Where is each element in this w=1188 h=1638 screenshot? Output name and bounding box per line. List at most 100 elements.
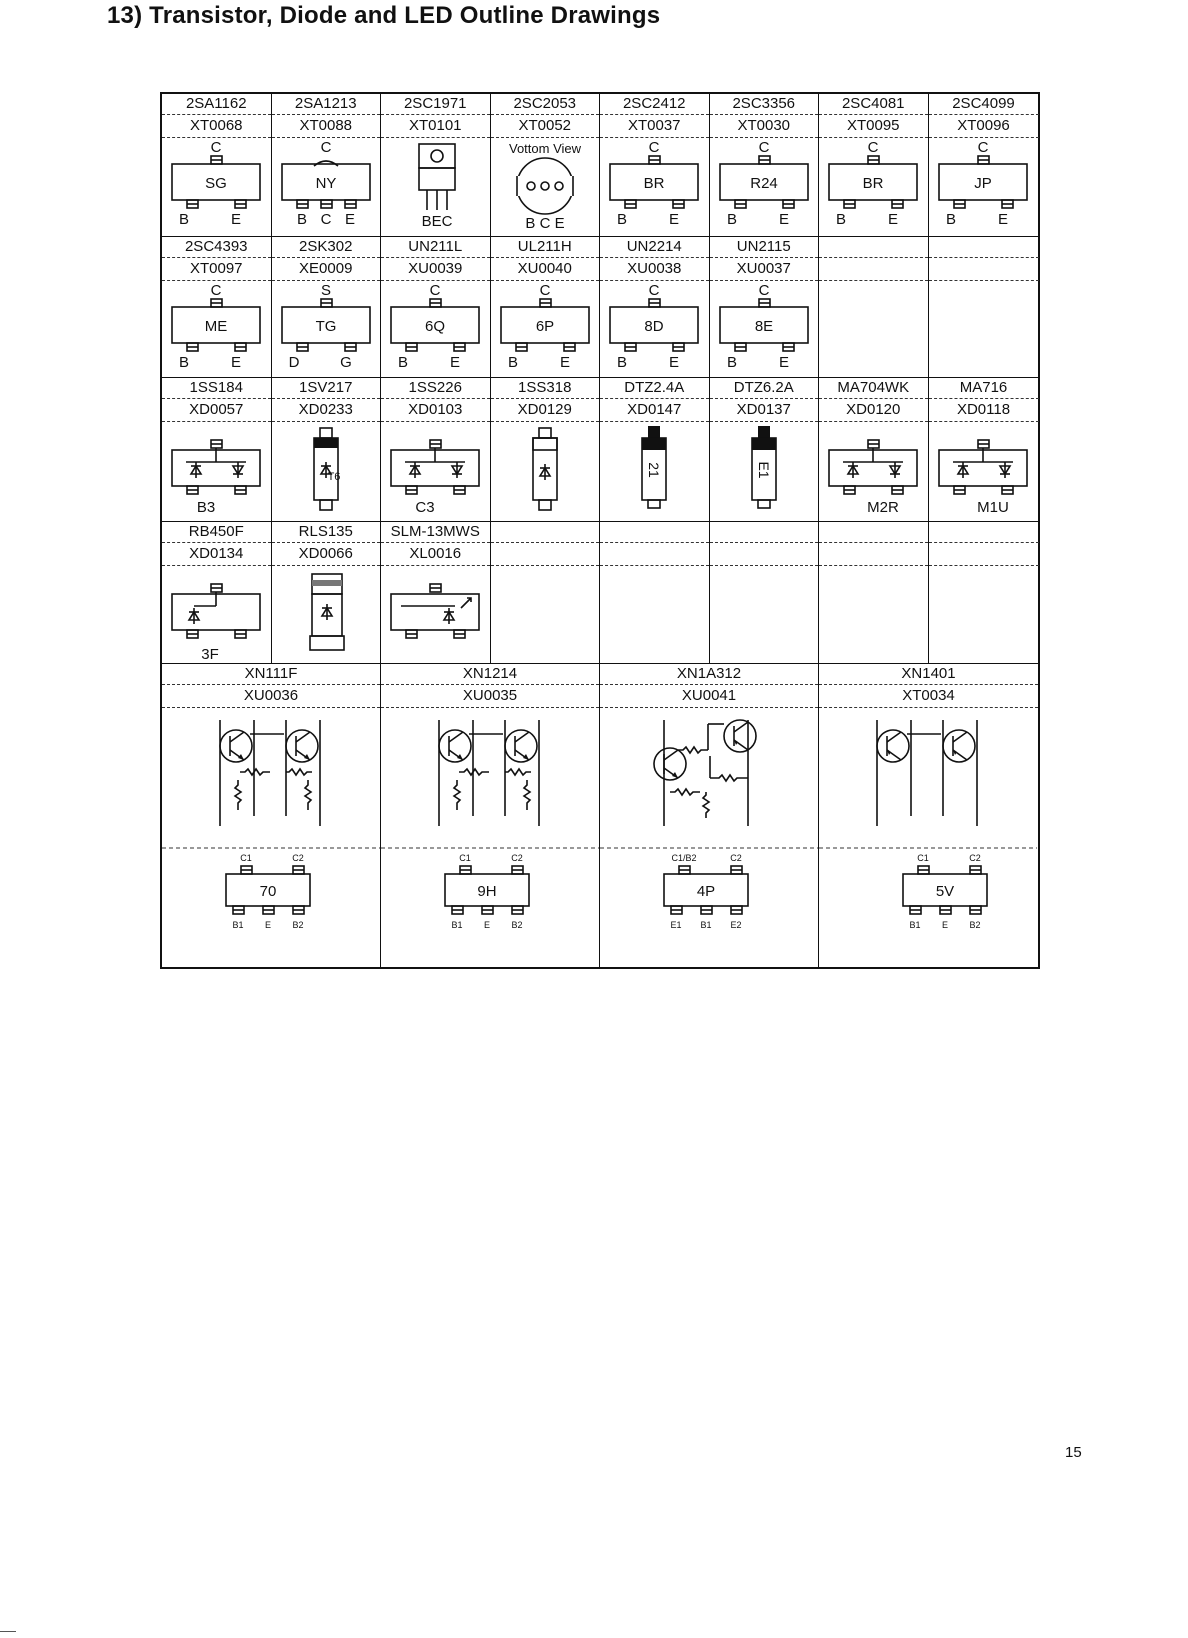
pin-label-top: C1 xyxy=(459,853,471,863)
part-number xyxy=(491,522,600,542)
stock-code: XD0137 xyxy=(709,398,818,422)
diode-symbol-icon xyxy=(231,462,245,478)
part-number: 2SC4081 xyxy=(841,95,905,112)
pin-label-bottom: B1 xyxy=(700,920,711,930)
outline-drawing xyxy=(390,583,480,639)
marking-text: SG xyxy=(205,175,227,192)
lead-pad xyxy=(537,427,552,439)
pin-label-bottom: B C E xyxy=(525,215,564,232)
part-number xyxy=(819,237,928,257)
transistor-symbol-icon xyxy=(438,729,472,763)
pin-label-top: C xyxy=(211,139,222,156)
stock-code: XD0120 xyxy=(819,398,928,422)
diode-symbol-icon xyxy=(320,604,333,620)
collector-line xyxy=(448,731,464,743)
pin-label-bottom: E xyxy=(888,211,898,228)
pin-label-bottom: B xyxy=(507,354,517,371)
stock-code: XT0096 xyxy=(928,114,1039,138)
cathode-band-hatched xyxy=(531,437,558,451)
pin-label-top: C xyxy=(539,282,550,299)
package-body xyxy=(171,163,261,201)
diode-symbol-icon xyxy=(538,464,551,480)
transistor-symbol-icon xyxy=(876,729,910,763)
part-number: DTZ2.4A xyxy=(624,379,685,396)
part-number: 2SK302 xyxy=(299,238,353,255)
resistor-icon xyxy=(701,792,711,818)
part-number: XN1401 xyxy=(901,665,956,682)
pin-label-top: C xyxy=(430,282,441,299)
part-number: 2SC2053 xyxy=(513,95,577,112)
stock-code: XU0041 xyxy=(600,684,818,708)
outline-drawing xyxy=(308,573,345,651)
lead-hole-icon xyxy=(553,181,564,191)
pin-label-bottom: E xyxy=(559,354,569,371)
stock-code: XD0057 xyxy=(162,398,271,422)
part-number: MA704WK xyxy=(837,379,910,396)
stock-code: XD0103 xyxy=(381,398,490,422)
outline-drawing xyxy=(491,564,599,662)
component-cell xyxy=(600,522,710,663)
outline-drawing xyxy=(819,279,927,376)
stock-code: XT0052 xyxy=(490,114,599,138)
lead-pad xyxy=(318,427,333,439)
collector-line xyxy=(663,749,679,761)
part-number: 1SS318 xyxy=(518,379,572,396)
pin-label-top: C1 xyxy=(917,853,929,863)
component-cell xyxy=(819,522,929,663)
pin-label-bottom: BEC xyxy=(422,213,453,230)
cathode-band xyxy=(751,438,776,450)
marking-text: E1 xyxy=(756,461,772,478)
part-number xyxy=(600,522,709,542)
marking-text: 21 xyxy=(646,462,662,478)
part-number: 2SC1971 xyxy=(403,95,467,112)
outline-drawing xyxy=(819,564,927,662)
resistor-icon xyxy=(678,745,708,755)
outline-drawing: M2R xyxy=(828,439,918,516)
package-body xyxy=(718,163,809,201)
part-number: MA716 xyxy=(959,379,1008,396)
diode-symbol-icon xyxy=(888,462,902,478)
diode-symbol-icon xyxy=(846,462,860,478)
outline-drawing: BEC xyxy=(418,143,456,230)
stock-code: XT0037 xyxy=(600,114,709,138)
pin-label-top: C xyxy=(758,139,769,156)
pin-label-top: C xyxy=(868,139,879,156)
component-cell xyxy=(928,522,1039,663)
light-arrow-icon xyxy=(460,597,472,609)
diode-symbol-icon xyxy=(998,462,1011,478)
part-number xyxy=(819,522,928,542)
pin-label-bottom: B xyxy=(617,354,627,371)
resistor-icon xyxy=(233,780,243,810)
marking-text: 70 xyxy=(260,883,277,900)
pin-label-bottom: B2 xyxy=(969,920,980,930)
pin-label-bottom: B2 xyxy=(511,920,522,930)
resistor-icon xyxy=(522,780,532,810)
lead-pad xyxy=(647,499,661,509)
marking-text: M2R xyxy=(867,499,899,516)
pin-label-bottom: E xyxy=(669,211,679,228)
transistor-symbol-icon xyxy=(504,729,538,763)
pin-label-top: C1/B2 xyxy=(671,853,696,863)
part-number: 1SS184 xyxy=(189,379,243,396)
marking-text: 3F xyxy=(201,646,219,662)
pin-label-bottom: E xyxy=(778,354,788,371)
resistor-icon xyxy=(303,780,313,810)
package-body xyxy=(609,306,699,344)
marking-text: T6 xyxy=(327,471,340,483)
pin-label-bottom: B xyxy=(179,211,189,228)
pin-label-bottom: B1 xyxy=(232,920,243,930)
